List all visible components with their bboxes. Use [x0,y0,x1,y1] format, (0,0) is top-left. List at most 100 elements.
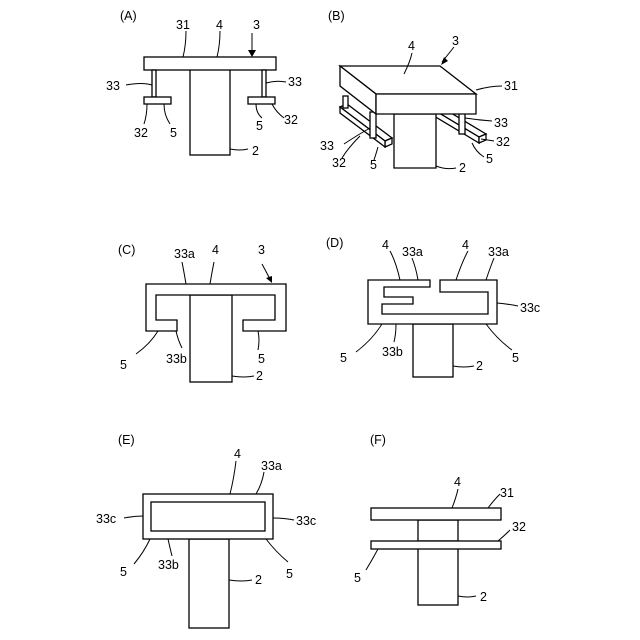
panel-a-foot-right-32 [248,97,275,104]
panel-e-label-33b: 33b [158,558,179,572]
panel-b-leader-2 [436,166,456,169]
panel-a-label-32-right: 32 [284,113,298,127]
panel-d-label-4-right: 4 [462,238,469,252]
panel-d-post-2 [413,324,453,377]
panel-c-leader-2 [232,376,254,377]
panel-a: (A) 31 4 3 33 33 32 5 5 32 2 [106,9,302,158]
panel-a-plate-31 [144,57,276,70]
panel-a-foot-left-32 [144,97,171,104]
panel-e-leader-33b [168,539,172,556]
panel-e-leader-33c-right [273,518,294,520]
panel-f-post-2 [418,548,458,605]
panel-f-bottom-plate-32 [371,541,501,549]
panel-d: (D) 4 33a 4 33a 33c 5 33b 5 2 [326,236,540,377]
panel-b-post-2 [394,114,436,168]
panel-e-leader-5-right [266,539,288,562]
panel-d-leader-33b [394,324,396,342]
panel-a-label-33-right: 33 [288,75,302,89]
panel-b-label-32-right: 32 [496,135,510,149]
panel-f-leader-2 [458,596,476,597]
panel-d-label-33a-right: 33a [488,245,509,259]
panel-d-label-5-left: 5 [340,351,347,365]
panel-c-label-5-right: 5 [258,352,265,366]
panel-d-slotted-box [368,280,497,324]
panel-a-label-5-right: 5 [256,119,263,133]
panel-a-leader-32-left [144,104,147,124]
panel-c-label-5-left: 5 [120,358,127,372]
panel-c-label-2: 2 [256,369,263,383]
panel-a-leader-33-left [126,84,152,86]
panel-e-leader-5-left [134,539,150,564]
panel-f-leader-4 [452,489,458,508]
panel-a-title: (A) [120,9,137,23]
panel-c-leader-3 [262,264,270,279]
panel-b-label-3: 3 [452,34,459,48]
panel-a-leader-5-right [256,104,262,118]
panel-c-title: (C) [118,243,135,257]
panel-b-leader-33-right [465,118,492,121]
panel-c-label-3: 3 [258,243,265,257]
panel-f-title: (F) [370,433,386,447]
panel-d-label-4-left: 4 [382,238,389,252]
panel-a-label-32-left: 32 [134,126,148,140]
panel-f: (F) 4 31 32 5 2 [354,433,526,605]
panel-c-leader-5-left [136,331,158,354]
panel-d-leader-33a-left [412,258,418,280]
panel-c-leader-33b [176,331,182,348]
panel-b-leader-33-left [344,128,370,144]
panel-f-top-plate-31 [371,508,501,520]
panel-c-post-2 [190,295,232,382]
panel-b-label-33-right: 33 [494,116,508,130]
panel-b-label-5-right: 5 [486,152,493,166]
panel-f-leader-31 [488,494,500,508]
panel-f-neck [418,520,458,541]
panel-f-leader-5 [366,549,378,570]
panel-e-label-5-right: 5 [286,567,293,581]
panel-a-arrow-3 [248,50,256,57]
panel-e-label-33c-left: 33c [96,512,116,526]
panel-b-label-32-left: 32 [332,156,346,170]
panel-e-leader-4 [230,461,236,494]
panel-a-leader-2 [230,149,248,150]
panel-a-label-31: 31 [176,18,190,32]
panel-d-leader-2 [453,366,474,367]
panel-e-label-33a: 33a [261,459,282,473]
panel-a-leader-31 [183,31,186,57]
panel-f-leader-32 [498,530,510,541]
panel-d-label-5-right: 5 [512,351,519,365]
panel-d-leader-33a-right [486,258,494,280]
panel-b-label-2: 2 [459,161,466,175]
panel-d-leader-4-left [390,251,400,280]
panel-f-label-32: 32 [512,520,526,534]
panel-f-label-2: 2 [480,590,487,604]
panel-a-leader-32-right [272,104,284,118]
panel-a-label-2: 2 [252,144,259,158]
panel-a-leg-left-33 [152,70,156,97]
panel-b-arrow-3 [441,57,448,65]
panel-a-leader-33-right [266,81,286,83]
panel-d-leader-5-left [356,324,382,352]
panel-c-arrow-3 [266,276,272,283]
panel-b-leg-front-left-33 [370,112,376,138]
panel-c-leader-33a [182,262,186,284]
panel-a-post-2 [190,69,230,155]
panel-b-label-4: 4 [408,39,415,53]
panel-b-plate-31-front [376,94,476,114]
panel-e: (E) 4 33a 33c 33c 5 33b 5 2 [96,433,316,628]
panel-d-leader-4-right [456,251,468,280]
panel-a-label-3: 3 [253,18,260,32]
panel-a-label-33-left: 33 [106,79,120,93]
panel-c-leader-4 [210,262,214,284]
panel-d-label-2: 2 [476,359,483,373]
panel-d-title: (D) [326,236,343,250]
panel-c-label-33b: 33b [166,352,187,366]
panel-b-leader-5-right [472,143,484,157]
panel-b-label-31: 31 [504,79,518,93]
panel-a-label-4: 4 [216,18,223,32]
panel-c: (C) 33a 4 3 5 33b 5 2 [118,243,286,383]
panel-d-leader-33c [497,303,518,306]
panel-c-leader-5-right [258,331,259,350]
panel-e-label-2: 2 [255,573,262,587]
panel-e-label-5-left: 5 [120,565,127,579]
